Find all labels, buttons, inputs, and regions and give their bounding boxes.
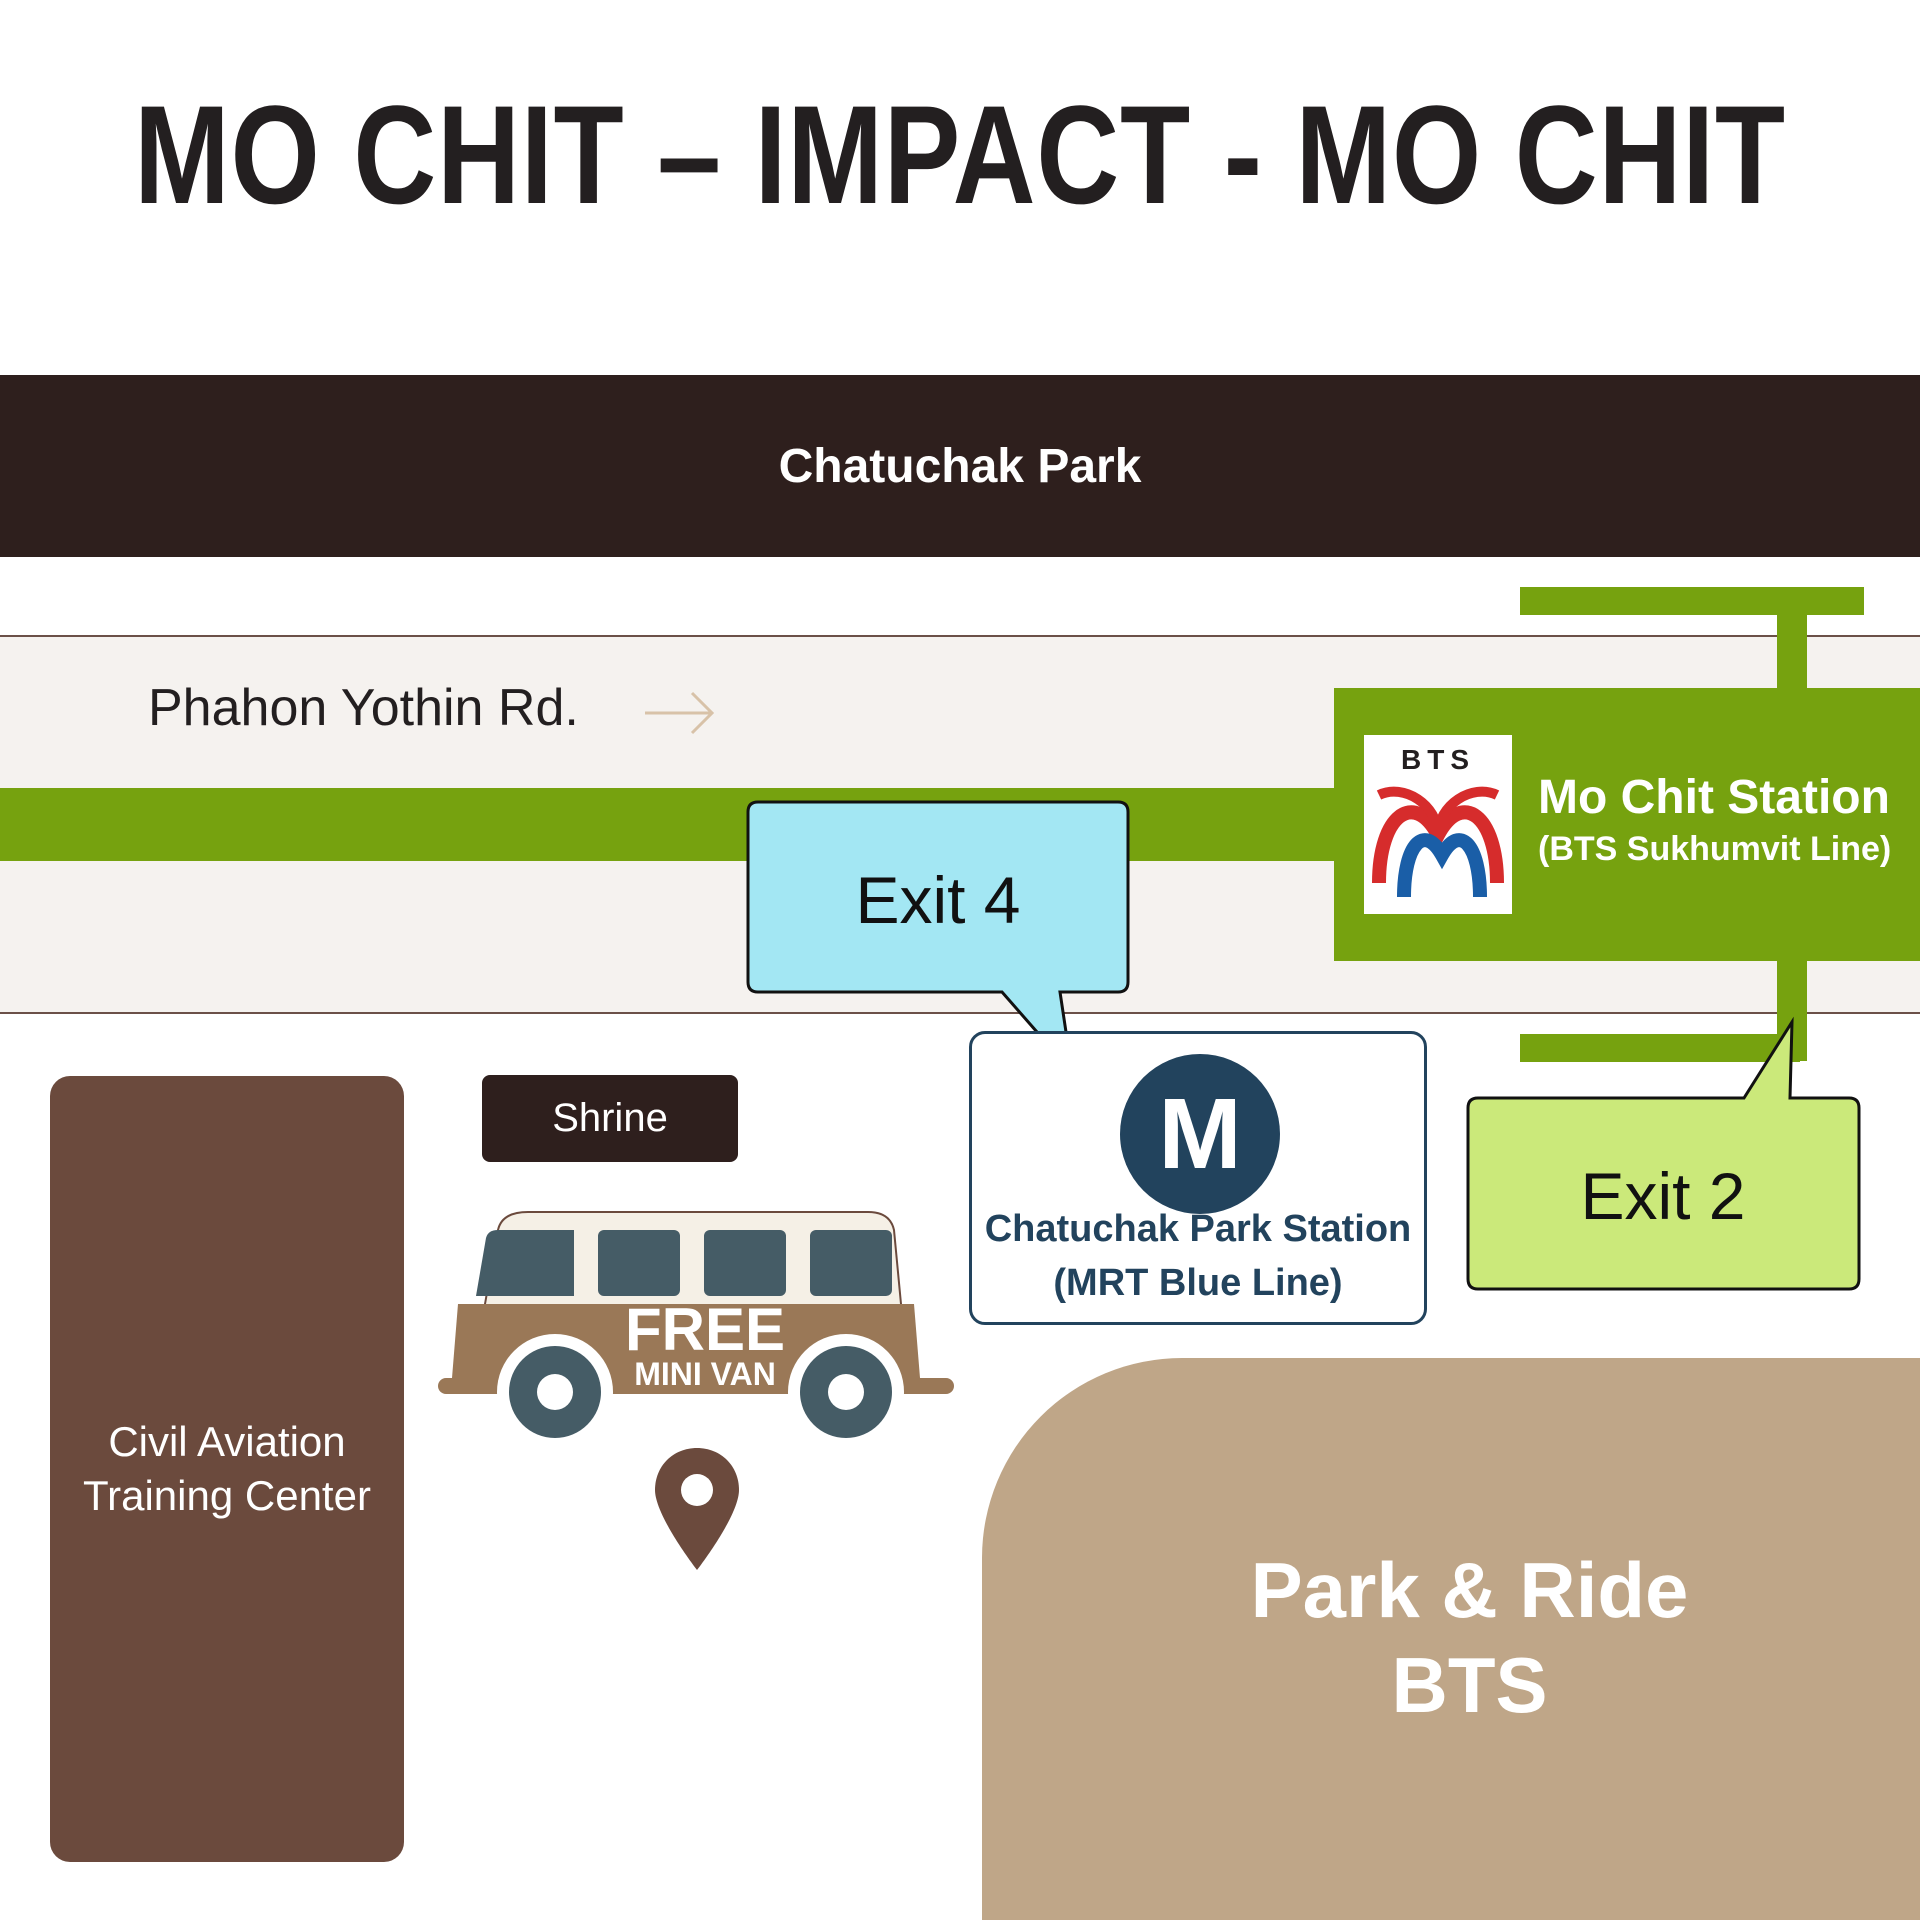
- civil-aviation-line2: Training Center: [83, 1472, 371, 1519]
- park-and-ride-area: [982, 1358, 1920, 1920]
- park-and-ride-line1: Park & Ride: [1250, 1546, 1689, 1634]
- page-title: MO CHIT – IMPACT - MO CHIT: [134, 76, 1786, 233]
- mrt-station-name: Chatuchak Park Station: [984, 1208, 1412, 1250]
- bts-platform-top: [1520, 587, 1864, 615]
- bts-rail-line: [0, 788, 1400, 861]
- road-label: Phahon Yothin Rd.: [148, 679, 579, 737]
- civil-aviation-line1: Civil Aviation: [108, 1418, 346, 1465]
- bts-platform-bottom: [1520, 1034, 1800, 1062]
- van-minivan-label: MINI VAN: [634, 1356, 776, 1392]
- civil-aviation-training-center: Civil Aviation Training Center: [50, 1076, 404, 1862]
- park-and-ride-line2: BTS: [1391, 1641, 1548, 1729]
- exit-4-label: Exit 4: [855, 863, 1021, 937]
- bts-connector-top: [1777, 612, 1807, 692]
- map-pin-icon: [655, 1448, 739, 1570]
- bts-station-name: Mo Chit Station: [1538, 771, 1890, 824]
- minivan-icon: [438, 1211, 954, 1446]
- mrt-line-name: (MRT Blue Line): [1053, 1262, 1343, 1304]
- exit-2-label: Exit 2: [1580, 1158, 1746, 1233]
- mrt-logo-icon: M: [1120, 1054, 1280, 1214]
- bts-logo-icon: BTS: [1364, 735, 1512, 914]
- bts-logo-text: BTS: [1401, 744, 1475, 775]
- mrt-logo-letter: M: [1158, 1078, 1241, 1190]
- bts-line-name: (BTS Sukhumvit Line): [1538, 830, 1892, 868]
- chatuchak-park-area: Chatuchak Park: [0, 375, 1920, 557]
- shrine-label: Shrine: [482, 1075, 738, 1162]
- van-free-label: FREE: [624, 1296, 786, 1363]
- arrow-right-icon: [645, 691, 715, 735]
